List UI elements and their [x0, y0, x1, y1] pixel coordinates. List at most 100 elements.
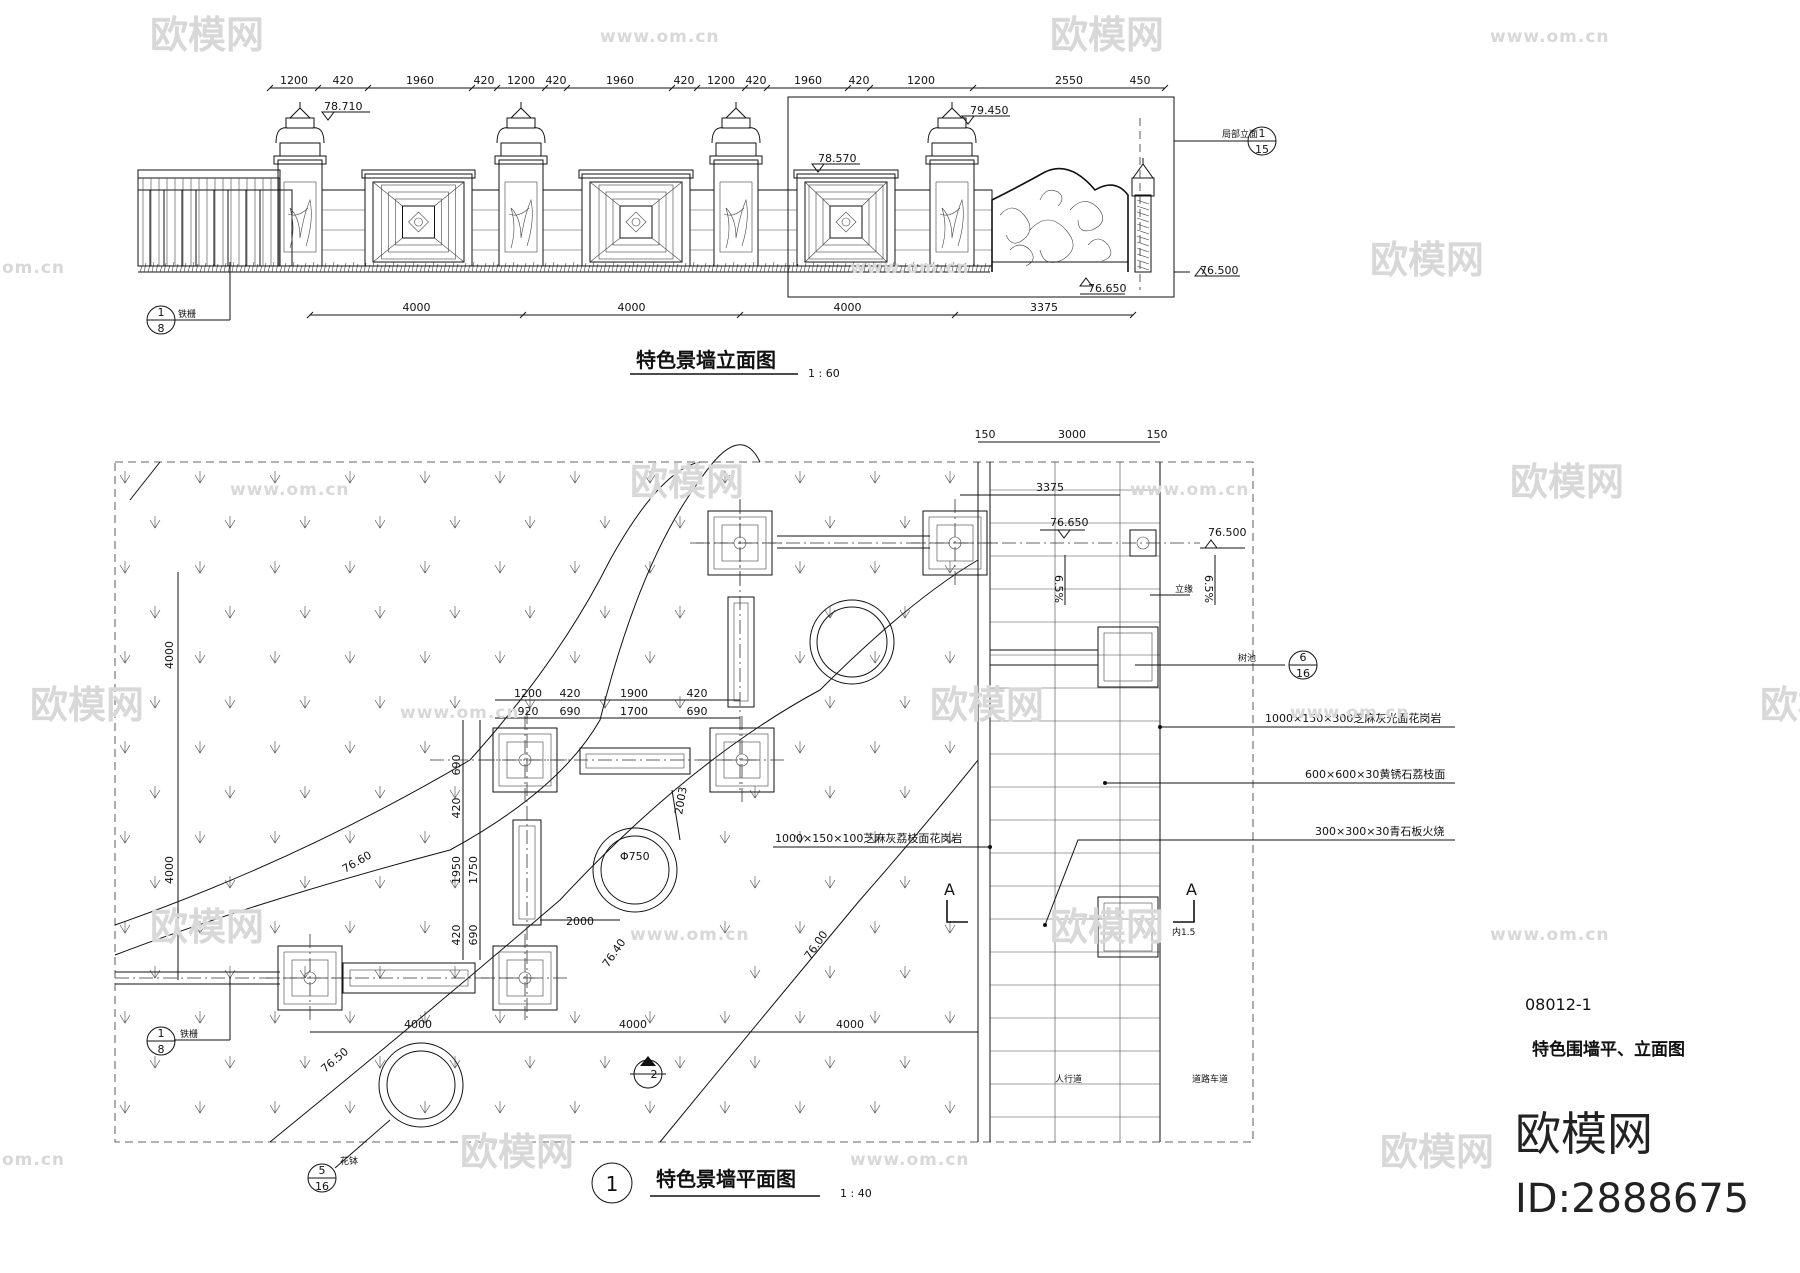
- svg-text:2: 2: [651, 1068, 658, 1081]
- dim-label: 1960: [406, 74, 434, 87]
- svg-text:6.5%: 6.5%: [1202, 575, 1215, 603]
- watermark-logo: 欧模网: [30, 683, 144, 727]
- plan-scale: 1 : 40: [840, 1187, 872, 1200]
- watermark-url: www.om.cn: [850, 258, 970, 278]
- elevation-level-marks: 78.710 79.450 78.570 76.650 76.500: [321, 100, 1240, 295]
- svg-text:4000: 4000: [619, 1018, 647, 1031]
- note-railing-elev: 铁栅: [178, 308, 196, 320]
- svg-text:4000: 4000: [163, 641, 176, 669]
- plan-view: 150 3000 150 3375 76.60 76.40 76.00 76.5…: [114, 428, 1455, 1204]
- svg-text:6.5%: 6.5%: [1052, 575, 1065, 603]
- iron-gate: [991, 158, 1155, 273]
- wall-panel: [361, 169, 476, 267]
- svg-text:1000×150×300芝麻灰光面花岗岩: 1000×150×300芝麻灰光面花岗岩: [1265, 711, 1441, 725]
- level-78710: 78.710: [324, 100, 363, 113]
- svg-text:150: 150: [975, 428, 996, 441]
- note-planter: 花钵: [340, 1155, 358, 1167]
- dim-2000: 2000: [566, 915, 594, 928]
- sheet-info: 08012-1 特色围墙平、立面图: [1525, 995, 1685, 1060]
- watermark-logo: 欧模网: [1380, 1130, 1494, 1174]
- svg-text:420: 420: [450, 925, 463, 946]
- pillar: [925, 102, 979, 267]
- svg-text:1900: 1900: [620, 687, 648, 700]
- svg-text:690: 690: [467, 925, 480, 946]
- watermark-url: www.om.cn: [400, 703, 520, 723]
- plan-bottom-dimensions: 4000 4000 4000: [404, 1018, 864, 1031]
- svg-text:A: A: [1186, 880, 1197, 899]
- svg-text:920: 920: [518, 705, 539, 718]
- section-marks: A A 内1.5: [944, 880, 1197, 938]
- svg-text:1700: 1700: [620, 705, 648, 718]
- watermark-logo: 欧模网: [150, 13, 264, 57]
- detail-ref-1-8-plan: 1 8: [146, 1026, 176, 1056]
- dim-label: 420: [546, 74, 567, 87]
- watermark-logo: 欧模网: [460, 1130, 574, 1174]
- watermark-url: www.om.cn: [600, 27, 720, 47]
- dim-label: 4000: [834, 301, 862, 314]
- watermark-url: www.om.cn: [630, 925, 750, 945]
- watermark-url: www.om.cn: [1490, 27, 1610, 47]
- lawn-symbols: [119, 471, 956, 1114]
- watermark-logo: 欧模网: [1370, 238, 1484, 282]
- elevation-title: 特色景墙立面图: [636, 348, 776, 372]
- plan-inner-h2-dims: 920 690 1700 690: [518, 705, 708, 718]
- brand-stamp: 欧模网 ID:2888675: [1515, 1107, 1749, 1222]
- label-road: 道路车道: [1192, 1073, 1228, 1085]
- svg-text:8: 8: [158, 322, 165, 335]
- dim-label: 3375: [1030, 301, 1058, 314]
- svg-text:76.650: 76.650: [1050, 516, 1089, 529]
- watermark-logo: 欧模网: [150, 905, 264, 949]
- dim-label: 1200: [507, 74, 535, 87]
- svg-text:5: 5: [319, 1164, 326, 1177]
- note-railing-plan: 铁栅: [180, 1028, 198, 1040]
- watermark-url-partial: om.cn: [2, 1150, 65, 1170]
- model-id: ID:2888675: [1515, 1176, 1749, 1222]
- watermark-url: www.om.cn: [1130, 480, 1250, 500]
- watermark-logo: 欧模网: [1050, 905, 1164, 949]
- svg-text:76.50: 76.50: [319, 1045, 351, 1075]
- dim-label: 1200: [907, 74, 935, 87]
- svg-text:1: 1: [158, 1027, 165, 1040]
- level-76650: 76.650: [1088, 282, 1127, 295]
- svg-text:690: 690: [687, 705, 708, 718]
- tree-pool-circles: [378, 599, 895, 1128]
- svg-text:690: 690: [450, 755, 463, 776]
- svg-text:76.500: 76.500: [1208, 526, 1247, 539]
- svg-text:300×300×30青石板火烧: 300×300×30青石板火烧: [1315, 824, 1444, 838]
- dim-label: 1200: [280, 74, 308, 87]
- wall-pillars: [273, 102, 979, 267]
- sheet-name: 特色围墙平、立面图: [1532, 1039, 1685, 1060]
- svg-text:420: 420: [450, 798, 463, 819]
- dim-label: 420: [746, 74, 767, 87]
- level-76500: 76.500: [1200, 264, 1239, 277]
- svg-text:A: A: [944, 880, 955, 899]
- svg-text:690: 690: [560, 705, 581, 718]
- dim-label: 420: [674, 74, 695, 87]
- note-tree-pool: 树池: [1238, 652, 1256, 664]
- dim-label: 1960: [794, 74, 822, 87]
- dim-label: 1200: [707, 74, 735, 87]
- svg-text:16: 16: [1296, 667, 1310, 680]
- plan-pillar: [481, 934, 569, 1022]
- plan-top-dimensions: 150 3000 150: [975, 428, 1168, 441]
- pillar: [273, 102, 327, 267]
- dim-label: 1960: [606, 74, 634, 87]
- watermark-logo: 欧模网: [1050, 13, 1164, 57]
- detail-ref-6-16: 6 16: [1288, 650, 1318, 680]
- dim-3375: 3375: [1036, 481, 1064, 494]
- plan-pillar: [266, 934, 354, 1022]
- index-symbol-2: 2: [630, 1056, 666, 1089]
- dim-label: 2550: [1055, 74, 1083, 87]
- svg-text:4000: 4000: [404, 1018, 432, 1031]
- watermark-url: www.om.cn: [1290, 703, 1410, 723]
- note-curb: 立缘: [1175, 583, 1193, 595]
- detail-ref-5-16: 5 16: [307, 1163, 337, 1193]
- note-partial: 内1.5: [1172, 926, 1195, 938]
- level-79450: 79.450: [970, 104, 1009, 117]
- dia-label: Φ750: [620, 850, 650, 863]
- svg-text:76.60: 76.60: [340, 849, 374, 876]
- contour-labels: 76.60 76.40 76.00 76.50: [319, 849, 831, 1076]
